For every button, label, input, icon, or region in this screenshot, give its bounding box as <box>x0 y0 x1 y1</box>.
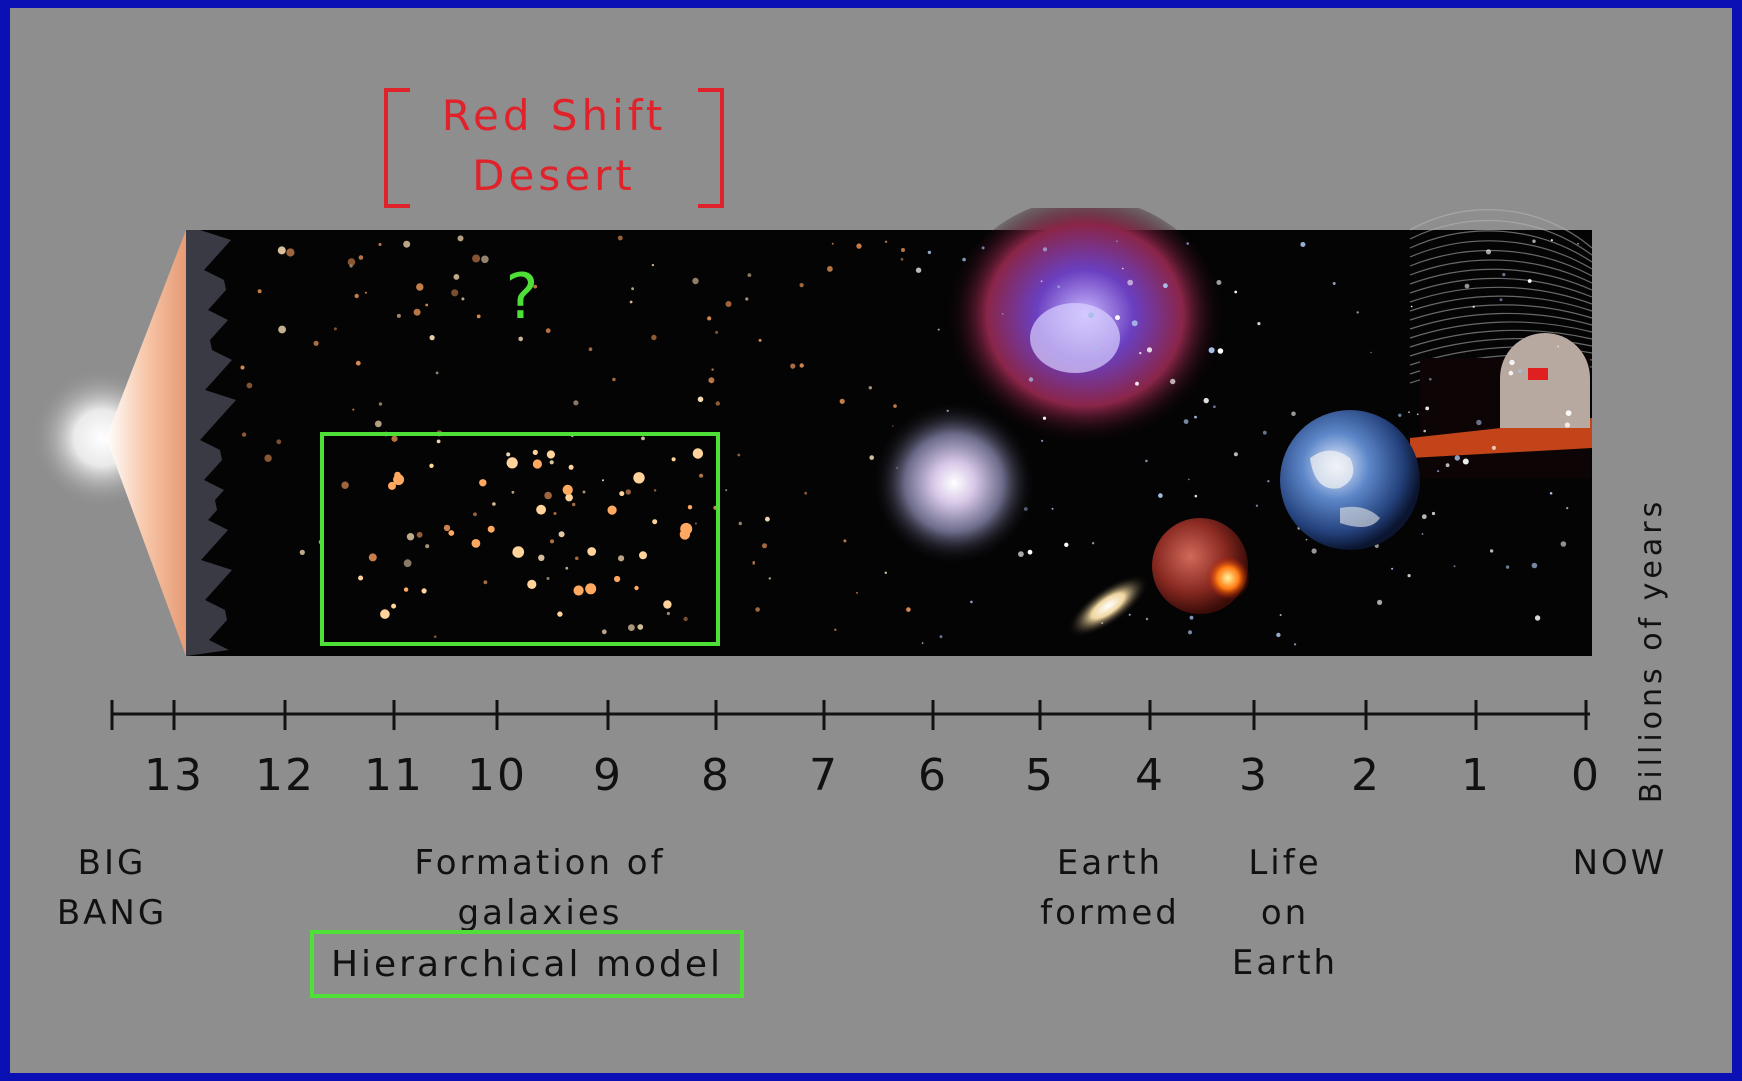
galaxy-field <box>240 235 1579 646</box>
elliptical-galaxy <box>1067 574 1149 638</box>
timeline-axis <box>110 700 1590 730</box>
tick-label: 12 <box>255 750 315 801</box>
universe-timeline-illustration: ? <box>32 208 1593 656</box>
tick-label: 8 <box>701 750 731 801</box>
red-shift-line2: Desert <box>472 151 636 200</box>
diagram-frame: Red Shift Desert <box>10 8 1732 1073</box>
left-bracket <box>384 88 410 208</box>
life-on-earth-label: Life on Earth <box>1231 843 1339 983</box>
tick-label: 2 <box>1351 750 1381 801</box>
formation-of-galaxies-label: Formation of galaxies <box>414 843 666 933</box>
tick-label: 0 <box>1571 750 1601 801</box>
right-bracket <box>698 88 724 208</box>
hierarchical-model-label: Hierarchical model <box>310 930 744 998</box>
tick-label: 3 <box>1239 750 1269 801</box>
earth-formed-label: Earth formed <box>1040 843 1180 933</box>
tick-label: 11 <box>364 750 424 801</box>
expansion-cone <box>106 230 186 656</box>
tick-label: 9 <box>593 750 623 801</box>
tick-label: 13 <box>144 750 204 801</box>
spiral-galaxy <box>872 401 1036 565</box>
question-mark: ? <box>506 260 539 333</box>
hierarchical-model-box <box>320 432 720 646</box>
tick-label: 10 <box>467 750 527 801</box>
now-label: NOW <box>1572 843 1668 883</box>
dark-ages-front <box>186 230 236 656</box>
red-shift-line1: Red Shift <box>441 91 667 140</box>
tick-label: 1 <box>1461 750 1491 801</box>
big-bang-label: BIG BANG <box>56 843 168 933</box>
tick-label: 6 <box>918 750 948 801</box>
observatory-dome <box>1500 333 1590 428</box>
axis-unit-text: Billions of years <box>1634 497 1670 804</box>
tick-label: 5 <box>1025 750 1055 801</box>
tick-label: 7 <box>809 750 839 801</box>
axis-unit-label: Billions of years <box>1630 498 1674 803</box>
red-shift-desert-label: Red Shift Desert <box>384 80 724 210</box>
tick-label: 4 <box>1135 750 1165 801</box>
